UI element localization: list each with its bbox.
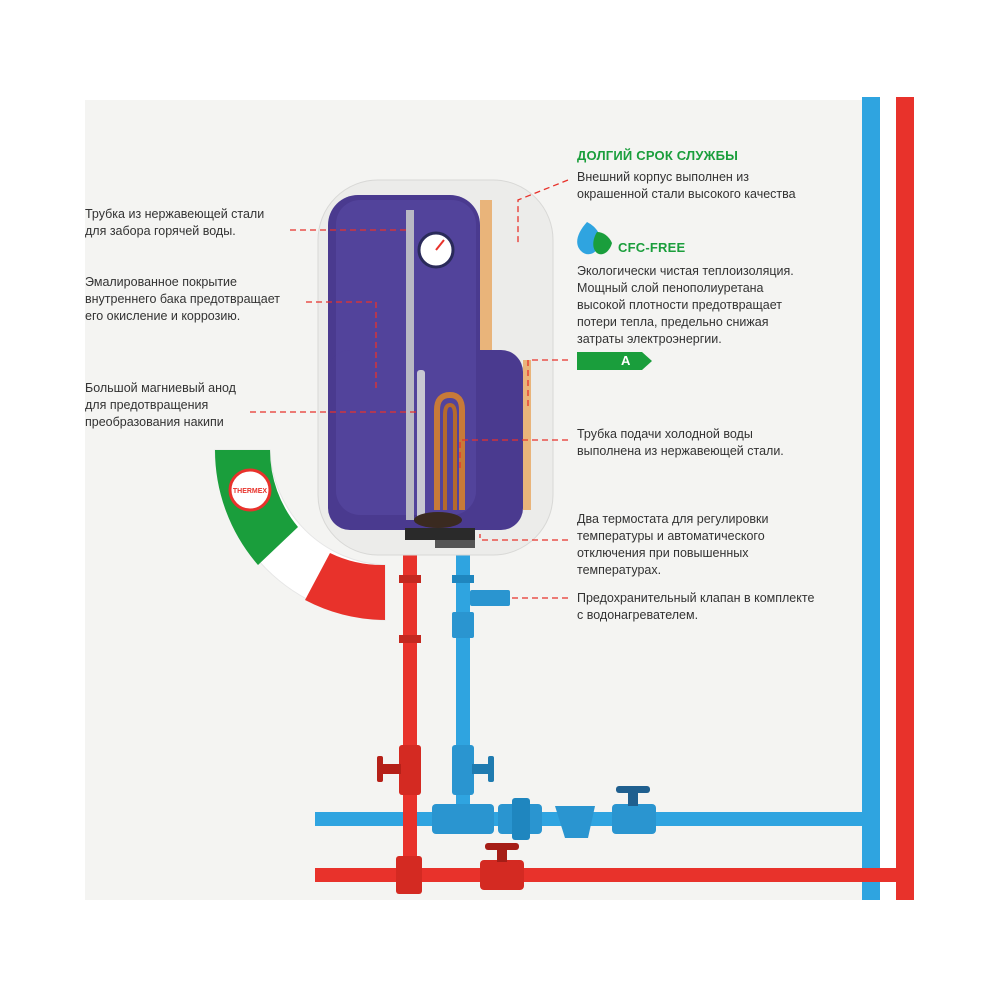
cold-valve-stem (472, 764, 488, 774)
safety-valve-icon (470, 590, 510, 606)
thermostats-label: Два термостата для регулировки температу… (577, 512, 769, 577)
hot-valve-body (399, 745, 421, 795)
hot-pipe-coupling (399, 575, 421, 583)
riser-cold-vertical (862, 97, 880, 900)
hot-valve-handle-icon (377, 756, 383, 782)
main-hot-valve-handle-icon (485, 843, 519, 850)
heating-element-icon (434, 391, 465, 510)
main-cold-valve-body (612, 804, 656, 834)
riser-hot-vertical (896, 97, 914, 900)
brand-arc-red (305, 553, 385, 620)
hot-outlet-pipe (403, 555, 417, 885)
element-flange (414, 512, 462, 528)
energy-class-badge (577, 352, 652, 370)
main-cold-valve-handle-icon (616, 786, 650, 793)
cfc-leaf-icon (593, 232, 612, 255)
safety-valve-body (452, 612, 474, 638)
cold-tee-fitting (432, 804, 494, 834)
insulation-layer (523, 360, 531, 510)
safety-valve-label: Предохранительный клапан в комплекте с в… (577, 591, 815, 622)
thermostat-block (405, 528, 475, 540)
cold-valve-handle-icon (488, 756, 494, 782)
hot-main-pipe (315, 868, 914, 882)
gauge-needle (435, 239, 445, 251)
energy-class-letter: A (621, 353, 631, 368)
hot-water-tube (406, 210, 414, 520)
insulation-label: Экологически чистая теплоизоляция. Мощны… (577, 264, 794, 346)
cold-tube-label: Трубка подачи холодной воды выполнена из… (577, 427, 784, 458)
hot-valve-stem (383, 764, 401, 774)
cold-union-nut (512, 798, 530, 840)
hot-tube-label: Трубка из нержавеющей стали для забора г… (85, 207, 265, 238)
brand-logo-text: THERMEX (233, 488, 268, 495)
leader-lines (250, 179, 569, 599)
cold-pipe-coupling (452, 575, 474, 583)
cold-valve-body (452, 745, 474, 795)
main-cold-valve-stem (628, 790, 638, 806)
long-service-heading: ДОЛГИЙ СРОК СЛУЖБЫ (577, 148, 739, 163)
enamel-label: Эмалированное покрытие внутреннего бака … (85, 275, 281, 323)
thermostat-connector (435, 540, 475, 548)
hot-tee-fitting (396, 856, 422, 894)
heating-element-inner (443, 402, 457, 510)
main-hot-valve-body (480, 860, 524, 890)
cfc-free-heading: CFC-FREE (618, 240, 686, 255)
brand-logo-icon (228, 468, 272, 512)
body-label: Внешний корпус выполнен из окрашенной ст… (577, 170, 796, 201)
magnesium-anode (417, 370, 425, 520)
main-hot-valve-stem (497, 847, 507, 862)
hot-pipe-coupling (399, 635, 421, 643)
anode-label: Большой магниевый анод для предотвращени… (85, 381, 236, 429)
cold-main-pipe (315, 812, 880, 826)
energy-class-rating: A (577, 352, 652, 370)
insulation-layer (480, 200, 492, 350)
strainer-filter-icon (555, 806, 595, 838)
